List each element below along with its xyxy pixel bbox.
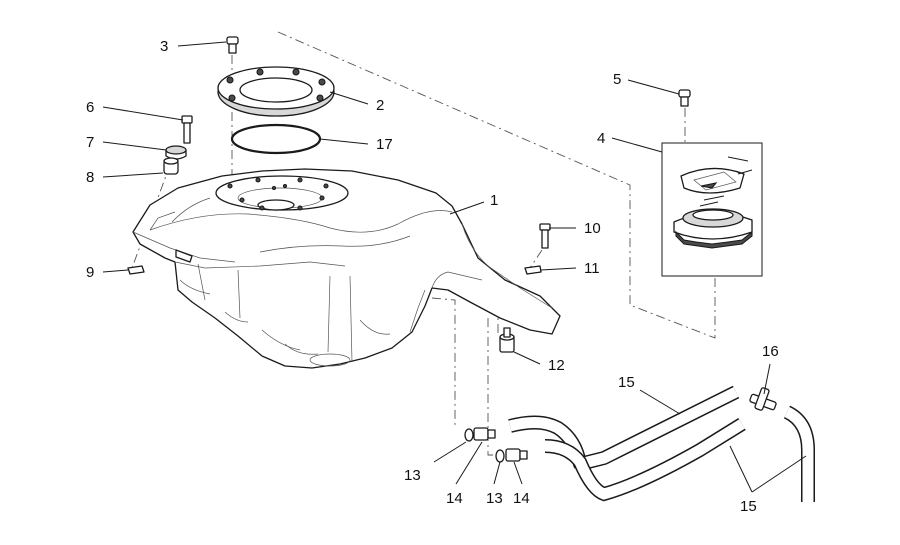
callout-12: 12 bbox=[548, 357, 565, 374]
fuel-hose-15 bbox=[508, 385, 815, 502]
union-fitting-14a bbox=[473, 427, 496, 441]
bolt-6 bbox=[181, 115, 193, 144]
callout-15-lower: 15 bbox=[740, 498, 757, 515]
callout-9: 9 bbox=[86, 264, 94, 281]
hose-clip-13a bbox=[464, 428, 474, 442]
grommet-7 bbox=[165, 145, 187, 160]
screw-3 bbox=[226, 36, 239, 54]
leader-lines bbox=[102, 41, 807, 493]
callout-17: 17 bbox=[376, 136, 393, 153]
o-ring-17 bbox=[230, 123, 322, 155]
fuel-pump-assembly-4 bbox=[661, 142, 763, 277]
clip-9 bbox=[127, 265, 145, 275]
callout-labels: 3 2 6 17 7 8 1 9 10 11 12 5 4 15 16 13 1… bbox=[86, 38, 779, 515]
hose-clip-13b bbox=[495, 449, 505, 463]
t-fitting-16 bbox=[749, 387, 777, 411]
callout-1: 1 bbox=[490, 192, 498, 209]
callout-16: 16 bbox=[762, 343, 779, 360]
callout-8: 8 bbox=[86, 169, 94, 186]
callout-13-left: 13 bbox=[404, 467, 421, 484]
rubber-mount-12 bbox=[499, 327, 515, 353]
callout-15-upper: 15 bbox=[618, 374, 635, 391]
callout-14-left: 14 bbox=[446, 490, 463, 507]
callout-4: 4 bbox=[597, 130, 605, 147]
callout-5: 5 bbox=[613, 71, 621, 88]
spacer-8 bbox=[163, 157, 179, 175]
callout-7: 7 bbox=[86, 134, 94, 151]
union-fitting-14b bbox=[505, 448, 528, 462]
bolt-10 bbox=[539, 223, 551, 249]
filler-flange-ring-2 bbox=[217, 66, 335, 117]
callout-3: 3 bbox=[160, 38, 168, 55]
callout-11: 11 bbox=[584, 260, 600, 277]
callout-10: 10 bbox=[584, 220, 601, 237]
callout-6: 6 bbox=[86, 99, 94, 116]
callout-14-right: 14 bbox=[513, 490, 530, 507]
screw-5 bbox=[678, 89, 691, 107]
clip-11 bbox=[524, 265, 542, 275]
callout-2: 2 bbox=[376, 97, 384, 114]
fuel-tank bbox=[132, 168, 561, 369]
callout-13-right: 13 bbox=[486, 490, 503, 507]
